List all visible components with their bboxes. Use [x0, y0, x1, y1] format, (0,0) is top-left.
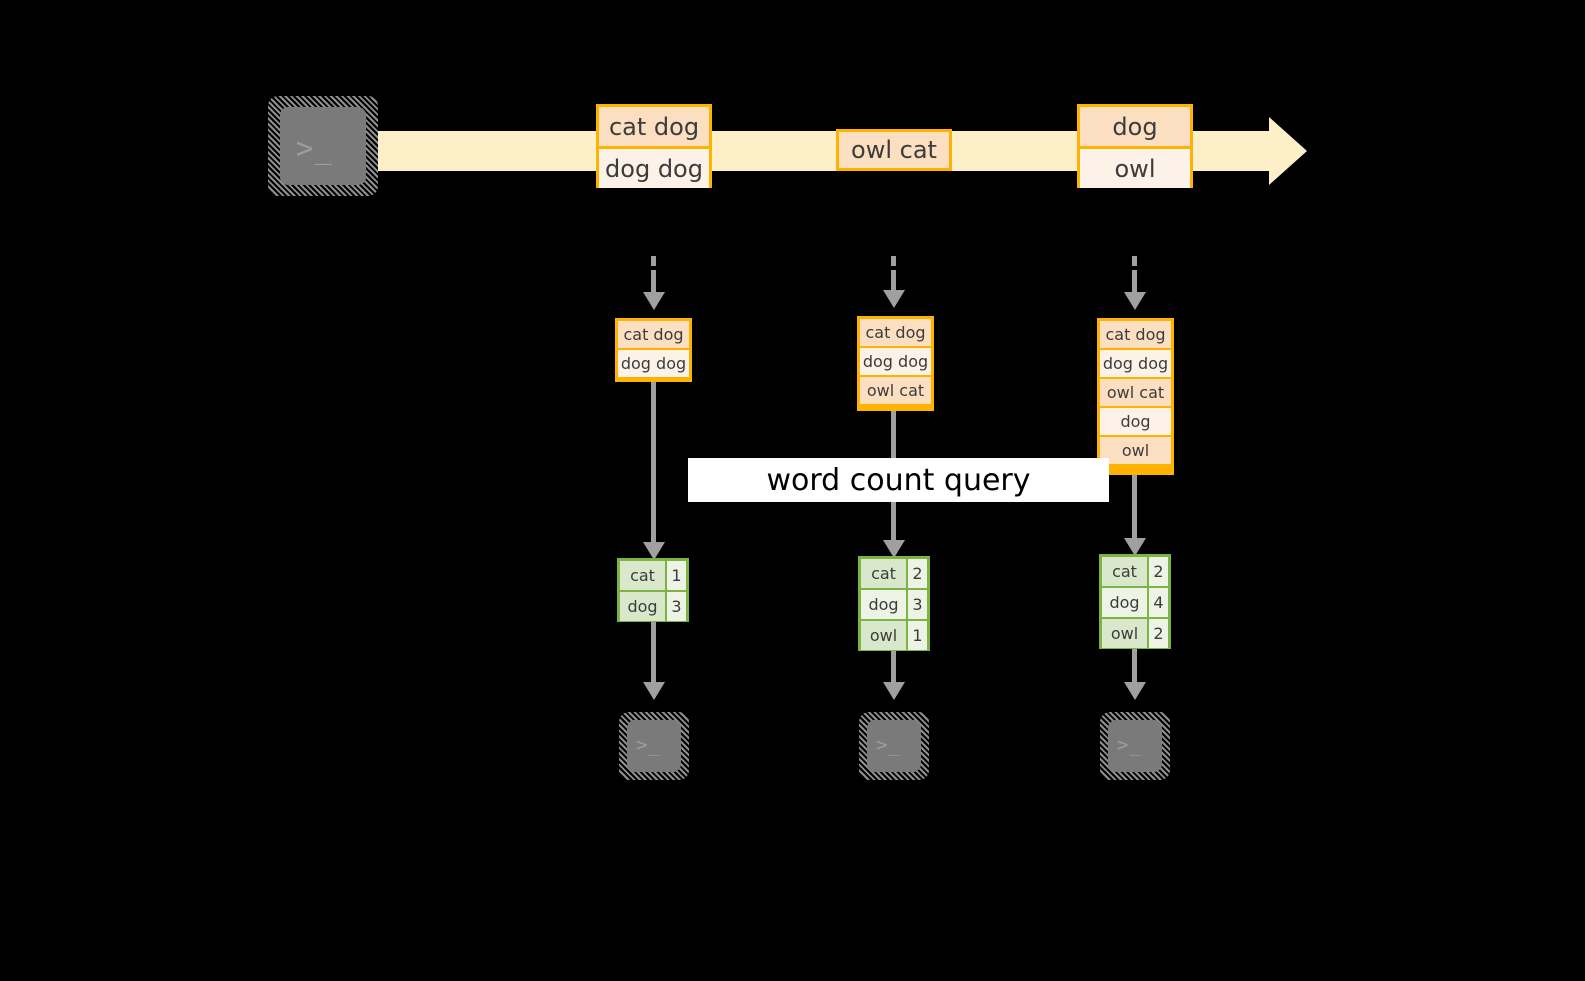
- state-to-result-arrowhead: [643, 542, 665, 560]
- stream-to-state-line: [891, 270, 896, 292]
- state-line: owl: [1100, 437, 1171, 464]
- result-row: cat 2: [861, 559, 927, 588]
- stream-to-state-line: [651, 270, 656, 294]
- stream-event-line: dog: [1080, 107, 1190, 146]
- result-row: owl 1: [861, 621, 927, 650]
- result-word: cat: [861, 559, 906, 588]
- result-count: 2: [908, 559, 927, 588]
- stream-to-state-dash: [651, 256, 656, 266]
- stream-to-state-arrowhead: [883, 290, 905, 308]
- result-word: owl: [861, 621, 906, 650]
- state-line: cat dog: [860, 319, 931, 346]
- terminal-face: [627, 720, 681, 772]
- result-word: dog: [861, 590, 906, 619]
- sink-terminal-icon[interactable]: >_: [859, 712, 929, 780]
- state-line: dog: [1100, 408, 1171, 435]
- stream-event-box: dog owl: [1077, 104, 1193, 188]
- stream-to-state-line: [1132, 270, 1137, 294]
- state-line: dog dog: [618, 350, 689, 377]
- stream-to-state-dash: [891, 256, 896, 266]
- stream-event-box: owl cat: [836, 129, 952, 171]
- result-count: 2: [1149, 619, 1168, 648]
- stream-event-line: owl: [1080, 149, 1190, 188]
- source-terminal-icon[interactable]: >_: [268, 96, 378, 196]
- terminal-prompt-glyph: >_: [296, 131, 333, 165]
- result-row: dog 3: [861, 590, 927, 619]
- result-row: cat 2: [1102, 557, 1168, 586]
- result-table: cat 2 dog 3 owl 1: [858, 556, 930, 651]
- result-row: dog 4: [1102, 588, 1168, 617]
- result-row: owl 2: [1102, 619, 1168, 648]
- result-to-sink-arrowhead: [643, 682, 665, 700]
- accumulated-state-box: cat dog dog dog owl cat: [857, 316, 934, 411]
- terminal-prompt-glyph: >_: [1117, 734, 1142, 756]
- stream-to-state-arrowhead: [1124, 292, 1146, 310]
- result-word: cat: [1102, 557, 1147, 586]
- terminal-prompt-glyph: >_: [636, 734, 661, 756]
- sink-terminal-icon[interactable]: >_: [1100, 712, 1170, 780]
- terminal-prompt-glyph: >_: [876, 734, 901, 756]
- state-line: owl cat: [860, 377, 931, 404]
- stream-to-state-dash: [1132, 256, 1137, 266]
- state-to-result-arrowhead: [883, 540, 905, 558]
- state-to-result-arrowhead: [1124, 538, 1146, 556]
- result-count: 1: [908, 621, 927, 650]
- terminal-face: [867, 720, 921, 772]
- result-to-sink-line: [651, 622, 656, 684]
- result-count: 3: [667, 592, 686, 621]
- result-table: cat 1 dog 3: [617, 558, 689, 622]
- result-row: dog 3: [620, 592, 686, 621]
- state-to-result-line: [1132, 475, 1137, 539]
- state-line: dog dog: [860, 348, 931, 375]
- result-count: 1: [667, 561, 686, 590]
- stream-arrowhead: [1269, 117, 1307, 185]
- stream-event-box: cat dog dog dog: [596, 104, 712, 188]
- result-word: cat: [620, 561, 665, 590]
- result-word: owl: [1102, 619, 1147, 648]
- stream-event-line: owl cat: [839, 132, 949, 168]
- state-line: owl cat: [1100, 379, 1171, 406]
- result-count: 2: [1149, 557, 1168, 586]
- terminal-face: [1108, 720, 1162, 772]
- result-row: cat 1: [620, 561, 686, 590]
- stream-event-line: cat dog: [599, 107, 709, 146]
- result-to-sink-arrowhead: [1124, 682, 1146, 700]
- state-line: dog dog: [1100, 350, 1171, 377]
- state-line: cat dog: [1100, 321, 1171, 348]
- result-to-sink-arrowhead: [883, 682, 905, 700]
- result-word: dog: [620, 592, 665, 621]
- stream-event-line: dog dog: [599, 149, 709, 188]
- state-line: cat dog: [618, 321, 689, 348]
- state-to-result-line: [651, 382, 656, 544]
- query-label: word count query: [688, 458, 1109, 502]
- accumulated-state-box: cat dog dog dog: [615, 318, 692, 382]
- stream-to-state-arrowhead: [643, 292, 665, 310]
- result-count: 4: [1149, 588, 1168, 617]
- sink-terminal-icon[interactable]: >_: [619, 712, 689, 780]
- result-word: dog: [1102, 588, 1147, 617]
- result-count: 3: [908, 590, 927, 619]
- result-table: cat 2 dog 4 owl 2: [1099, 554, 1171, 649]
- result-to-sink-line: [891, 651, 896, 684]
- result-to-sink-line: [1132, 649, 1137, 684]
- terminal-face: [280, 107, 366, 185]
- accumulated-state-box: cat dog dog dog owl cat dog owl: [1097, 318, 1174, 475]
